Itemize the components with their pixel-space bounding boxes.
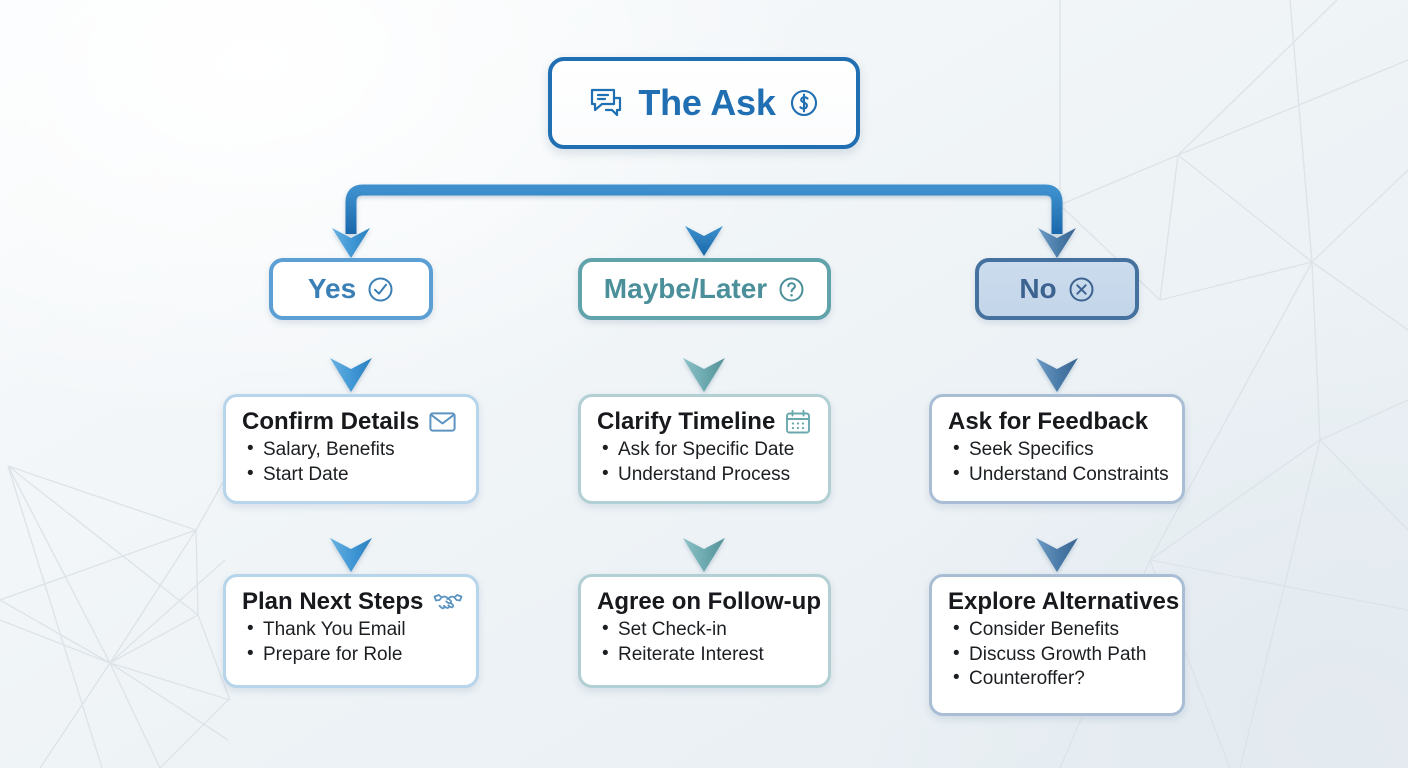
card-header: Ask for Feedback: [948, 408, 1166, 435]
card-bullet-list: Seek Specifics Understand Constraints: [948, 437, 1169, 487]
dollar-circle-icon: [789, 88, 819, 118]
question-circle-icon: [778, 276, 805, 303]
card-header: Confirm Details: [242, 408, 460, 435]
card-header: Agree on Follow-up: [597, 588, 821, 615]
card-header: Explore Alternatives: [948, 588, 1179, 615]
card-bullet-list: Set Check-in Reiterate Interest: [597, 617, 812, 667]
card-plan-next-steps[interactable]: Plan Next Steps Thank You Email Prepare: [223, 574, 479, 688]
decision-label-maybe-later: Maybe/Later: [603, 273, 768, 304]
card-ask-for-feedback[interactable]: Ask for Feedback Seek Specifics Understa…: [929, 394, 1185, 504]
card-header: Clarify Timeline: [597, 408, 812, 435]
list-item: Understand Constraints: [948, 462, 1169, 487]
decision-label-no: No: [1019, 273, 1057, 304]
card-bullet-list: Salary, Benefits Start Date: [242, 437, 460, 487]
calendar-icon: [785, 409, 811, 435]
card-header: Plan Next Steps: [242, 588, 463, 615]
handshake-icon: [433, 591, 463, 613]
card-agree-on-follow-up[interactable]: Agree on Follow-up Set Check-in Reiterat…: [578, 574, 831, 688]
root-node-the-ask[interactable]: The Ask: [548, 57, 860, 149]
chat-bubbles-icon: [589, 87, 625, 119]
card-title: Explore Alternatives: [948, 588, 1180, 615]
card-title: Ask for Feedback: [948, 408, 1149, 435]
list-item: Reiterate Interest: [597, 642, 812, 667]
decision-label-yes: Yes: [307, 273, 357, 304]
card-bullet-list: Thank You Email Prepare for Role: [242, 617, 460, 667]
list-item: Seek Specifics: [948, 437, 1166, 462]
list-item: Consider Benefits: [948, 617, 1166, 642]
decision-node-no[interactable]: No: [975, 258, 1139, 320]
card-title: Clarify Timeline: [597, 408, 776, 435]
card-title: Agree on Follow-up: [597, 588, 821, 615]
card-bullet-list: Ask for Specific Date Understand Process: [597, 437, 812, 487]
list-item: Counteroffer?: [948, 666, 1166, 691]
decision-node-maybe-later[interactable]: Maybe/Later: [578, 258, 831, 320]
list-item: Ask for Specific Date: [597, 437, 812, 462]
list-item: Understand Process: [597, 462, 812, 487]
list-item: Start Date: [242, 462, 460, 487]
list-item: Prepare for Role: [242, 642, 460, 667]
root-title: The Ask: [638, 82, 776, 123]
card-title: Confirm Details: [242, 408, 420, 435]
card-confirm-details[interactable]: Confirm Details Salary, Benefits Start D…: [223, 394, 479, 504]
card-title: Plan Next Steps: [242, 588, 424, 615]
card-explore-alternatives[interactable]: Explore Alternatives Consider Benefits D…: [929, 574, 1185, 716]
x-circle-icon: [1068, 276, 1095, 303]
list-item: Set Check-in: [597, 617, 812, 642]
check-circle-icon: [367, 276, 394, 303]
envelope-icon: [429, 411, 456, 433]
list-item: Discuss Growth Path: [948, 642, 1166, 667]
list-item: Thank You Email: [242, 617, 460, 642]
list-item: Salary, Benefits: [242, 437, 460, 462]
decision-node-yes[interactable]: Yes: [269, 258, 433, 320]
card-bullet-list: Consider Benefits Discuss Growth Path Co…: [948, 617, 1166, 691]
card-clarify-timeline[interactable]: Clarify Timeline Ask: [578, 394, 831, 504]
